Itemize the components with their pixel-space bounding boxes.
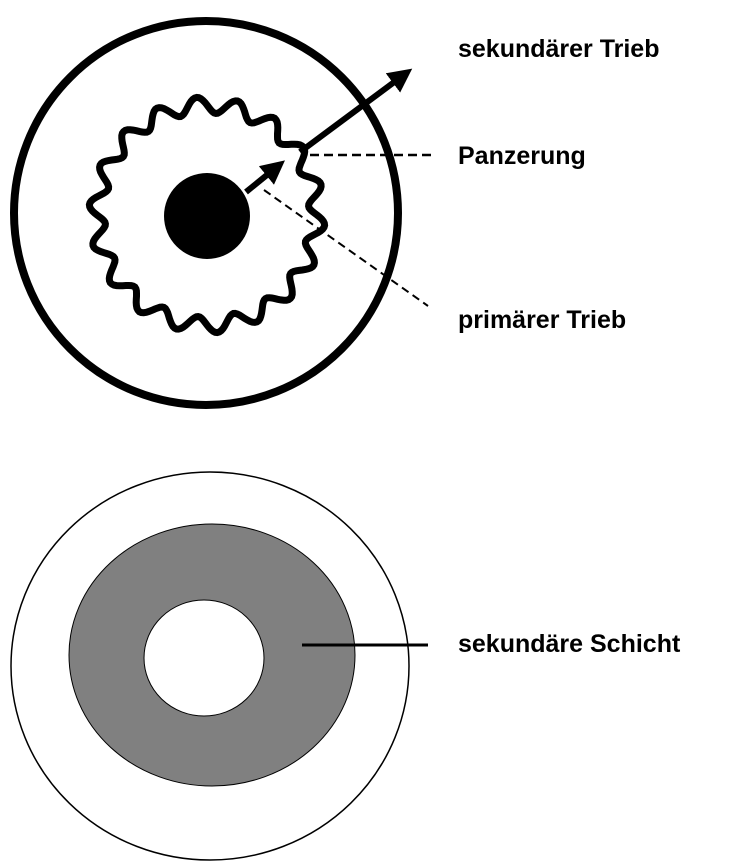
primary-arrow (244, 160, 285, 195)
secondary-arrow (298, 68, 413, 155)
armor-wavy-ring (85, 93, 329, 337)
primary-leader-line (263, 189, 429, 307)
inner-hole (143, 599, 265, 717)
label-secondary-drive: sekundärer Trieb (458, 35, 660, 63)
core-dot (164, 173, 250, 259)
outer-ring (10, 17, 402, 409)
label-armor: Panzerung (458, 142, 586, 170)
label-secondary-layer: sekundäre Schicht (458, 630, 681, 658)
label-primary-drive: primärer Trieb (458, 306, 627, 334)
